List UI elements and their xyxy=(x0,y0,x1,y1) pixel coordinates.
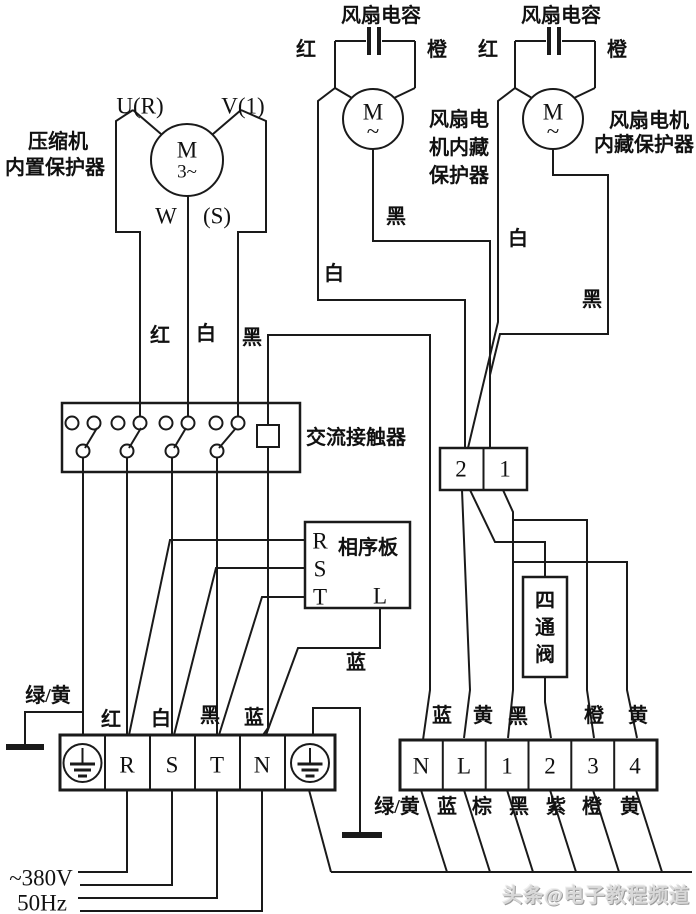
right-block-bottom-label-black: 黑 xyxy=(509,796,529,818)
contactor-box xyxy=(60,401,302,474)
right-terminal-block xyxy=(308,738,692,873)
phase-board-box xyxy=(128,520,412,736)
fan-right-label-line2: 内藏保护器 xyxy=(594,134,694,156)
fan-left-circuit xyxy=(317,27,491,448)
phase-board-title: 相序板 xyxy=(338,537,398,559)
power-voltage-label: ~380V xyxy=(9,865,73,891)
fan-left-label-line2: 机内藏 xyxy=(429,137,489,159)
power-frequency-label: 50Hz xyxy=(17,890,67,914)
right-block-bottom-label-orange: 橙 xyxy=(582,796,602,818)
left-block-cell-r: R xyxy=(119,752,135,778)
fan-right-label-line1: 风扇电机 xyxy=(609,110,689,132)
valve-char-2: 通 xyxy=(535,617,555,639)
right-block-top-label-yellow2: 黄 xyxy=(628,705,648,727)
right-block-bottom-label-blue: 蓝 xyxy=(437,796,457,818)
phase-board-l: L xyxy=(372,583,388,609)
watermark: 头条@电子教程频道 xyxy=(502,885,690,907)
fan-capacitor-right-title: 风扇电容 xyxy=(521,5,601,27)
cap-right-orange-label: 橙 xyxy=(607,39,627,61)
phase-board-t: T xyxy=(312,584,328,610)
left-block-black-label: 黑 xyxy=(200,705,220,727)
compressor-circuit xyxy=(115,109,267,403)
fan-left-black-label: 黑 xyxy=(386,206,406,228)
right-block-top-label-black: 黑 xyxy=(508,706,528,728)
fan-right-motor-m: M xyxy=(542,99,564,125)
right-block-bottom-label-brown: 棕 xyxy=(472,796,492,818)
right-block-cell-2: 2 xyxy=(544,753,556,779)
left-block-cell-t: T xyxy=(209,752,225,778)
power-feed-lines xyxy=(78,790,263,912)
fan-right-black-label: 黑 xyxy=(582,289,602,311)
right-block-cell-1: 1 xyxy=(501,753,513,779)
left-terminal-block xyxy=(58,733,337,792)
compressor-terminal-w: W xyxy=(155,203,177,229)
valve-char-3: 阀 xyxy=(535,644,555,666)
compressor-wire-red-label: 红 xyxy=(150,325,170,347)
terminal-block-21 xyxy=(438,446,638,739)
compressor-wire-white-label: 白 xyxy=(196,323,216,345)
left-block-white-label: 白 xyxy=(151,708,171,730)
contactor-label: 交流接触器 xyxy=(306,427,406,449)
compressor-label-line1: 压缩机 xyxy=(28,131,88,153)
left-block-blue-label: 蓝 xyxy=(244,707,264,729)
left-block-red-label: 红 xyxy=(101,709,121,731)
terminal21-cell-1: 1 xyxy=(499,456,511,482)
compressor-terminal-s: (S) xyxy=(202,203,232,229)
right-block-cell-4: 4 xyxy=(629,753,641,779)
compressor-terminal-u: U(R) xyxy=(116,93,164,119)
coil-neutral-wire xyxy=(267,334,431,741)
contactor-to-block-wires xyxy=(82,472,269,736)
fan-right-white-label: 白 xyxy=(508,228,528,250)
compressor-wire-black-label: 黑 xyxy=(242,327,262,349)
right-block-bottom-label-yellow: 黄 xyxy=(620,796,640,818)
fan-left-label-line3: 保护器 xyxy=(429,165,489,187)
fan-left-label-line1: 风扇电 xyxy=(429,109,489,131)
terminal21-cell-2: 2 xyxy=(455,456,467,482)
compressor-terminal-v: V(1) xyxy=(221,93,265,119)
fan-left-white-label: 白 xyxy=(324,263,344,285)
compressor-motor-m: M xyxy=(176,137,198,163)
fan-left-motor-m: M xyxy=(362,99,384,125)
right-block-top-label-orange: 橙 xyxy=(584,705,604,727)
phase-board-r: R xyxy=(312,528,328,554)
left-block-cell-n: N xyxy=(253,752,271,778)
phase-board-s: S xyxy=(313,556,327,582)
right-block-cell-n: N xyxy=(412,753,430,779)
fan-right-motor-ac: ~ xyxy=(546,118,560,144)
compressor-phase: 3~ xyxy=(177,161,197,183)
right-block-top-label-blue: 蓝 xyxy=(432,705,452,727)
right-block-top-label-yellow: 黄 xyxy=(473,705,493,727)
left-block-cell-s: S xyxy=(165,752,179,778)
fan-right-circuit xyxy=(467,27,609,449)
earth-symbols xyxy=(6,707,382,838)
valve-char-1: 四 xyxy=(535,590,555,612)
phase-board-blue-label: 蓝 xyxy=(346,652,366,674)
cap-right-red-label: 红 xyxy=(478,39,498,61)
compressor-label-line2: 内置保护器 xyxy=(5,157,105,179)
right-block-cell-l: L xyxy=(456,753,472,779)
valve-box xyxy=(521,575,569,739)
fan-left-motor-ac: ~ xyxy=(366,118,380,144)
cap-left-red-label: 红 xyxy=(296,39,316,61)
right-block-cell-3: 3 xyxy=(587,753,599,779)
cap-left-orange-label: 橙 xyxy=(427,39,447,61)
right-block-bottom-label-purple: 紫 xyxy=(546,796,566,818)
right-block-bottom-label-green-yellow: 绿/黄 xyxy=(374,796,420,818)
fan-capacitor-left-title: 风扇电容 xyxy=(341,5,421,27)
left-block-earth-label: 绿/黄 xyxy=(25,685,71,707)
